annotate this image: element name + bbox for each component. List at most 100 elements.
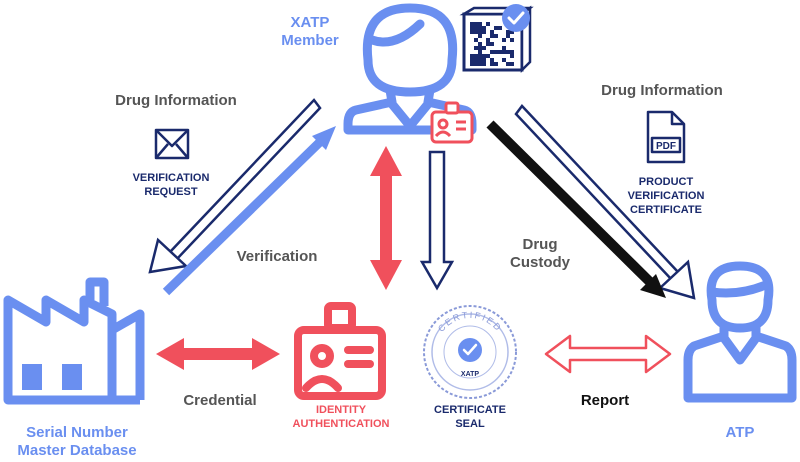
- pdf-badge-text: PDF: [656, 141, 676, 152]
- serial-db-line1: Serial Number: [26, 424, 128, 441]
- qr-module: [502, 46, 506, 50]
- left-drug-information-label: Drug Information: [115, 92, 237, 109]
- qr-module: [502, 50, 506, 54]
- arrow-verification: [162, 126, 336, 296]
- qr-module: [482, 58, 486, 62]
- qr-module: [474, 22, 478, 26]
- qr-module: [506, 50, 510, 54]
- verification-request-line1: VERIFICATION: [132, 172, 210, 184]
- seal-line2: SEAL: [455, 417, 485, 430]
- qr-module: [510, 50, 514, 54]
- pdf-document-icon: PDF: [646, 110, 686, 164]
- qr-module: [478, 58, 482, 62]
- factory-icon: [3, 277, 145, 405]
- qr-module: [482, 54, 486, 58]
- qr-module: [510, 30, 514, 34]
- xatp-member-line2: Member: [281, 32, 339, 49]
- drug-custody-line2: Custody: [510, 254, 570, 271]
- qr-module: [502, 38, 506, 42]
- qr-module: [490, 50, 494, 54]
- envelope-icon: [154, 128, 190, 160]
- verification-label: Verification: [236, 248, 318, 265]
- qr-module: [478, 42, 482, 46]
- qr-module: [490, 42, 494, 46]
- qr-module: [490, 30, 494, 34]
- id-badge-icon: [294, 302, 386, 400]
- qr-module: [474, 30, 478, 34]
- verification-request-line2: REQUEST: [144, 185, 198, 198]
- qr-module: [510, 54, 514, 58]
- qr-module: [502, 58, 506, 62]
- qr-module: [478, 22, 482, 26]
- product-verification-certificate-label: PRODUCT VERIFICATION CERTIFICATE: [610, 176, 722, 217]
- arrow-drug-information-left: [148, 98, 322, 274]
- serial-db-label: Serial Number Master Database: [2, 424, 152, 460]
- credential-label: Credential: [183, 392, 257, 409]
- seal-center-text: XATP: [461, 371, 479, 378]
- arrow-report: [544, 334, 672, 374]
- qr-module: [478, 46, 482, 50]
- qr-module: [486, 38, 490, 42]
- qr-module: [470, 62, 474, 66]
- cert-line2: VERIFICATION: [627, 189, 705, 202]
- identity-line1: IDENTITY: [315, 404, 367, 416]
- arrow-seal-vertical: [419, 150, 455, 291]
- qr-module: [470, 26, 474, 30]
- qr-module: [482, 46, 486, 50]
- xatp-member-person-icon: [343, 3, 477, 135]
- arrow-drug-custody: [486, 120, 666, 298]
- xatp-member-line1: XATP: [290, 14, 330, 31]
- qr-module: [474, 46, 478, 50]
- qr-module: [474, 54, 478, 58]
- report-label: Report: [580, 392, 630, 409]
- qr-module: [470, 22, 474, 26]
- qr-module: [506, 62, 510, 66]
- atp-label: ATP: [725, 424, 755, 441]
- seal-line1: CERTIFICATE: [434, 404, 506, 416]
- qr-module: [482, 30, 486, 34]
- qr-module: [494, 50, 498, 54]
- qr-module: [470, 54, 474, 58]
- member-id-badge-icon: [430, 101, 474, 144]
- qr-module: [478, 34, 482, 38]
- qr-module: [482, 62, 486, 66]
- qr-module: [510, 38, 514, 42]
- right-drug-information-label: Drug Information: [601, 82, 723, 99]
- qr-module: [478, 26, 482, 30]
- qr-module: [494, 34, 498, 38]
- qr-module: [498, 26, 502, 30]
- cert-line3: CERTIFICATE: [630, 203, 702, 216]
- qr-module: [478, 54, 482, 58]
- certificate-seal-label: CERTIFICATE SEAL: [418, 404, 522, 432]
- qr-module: [506, 30, 510, 34]
- arrow-identity-vertical: [370, 146, 402, 290]
- qr-module: [486, 22, 490, 26]
- qr-module: [470, 30, 474, 34]
- qr-module: [498, 50, 502, 54]
- qr-module: [510, 62, 514, 66]
- verification-request-label: VERIFICATION REQUEST: [112, 172, 230, 200]
- qr-module: [474, 26, 478, 30]
- identity-authentication-label: IDENTITY AUTHENTICATION: [282, 404, 400, 432]
- qr-module: [474, 58, 478, 62]
- qr-module: [478, 30, 482, 34]
- qr-module: [494, 62, 498, 66]
- qr-module: [494, 26, 498, 30]
- qr-module: [478, 62, 482, 66]
- cert-line1: PRODUCT: [638, 176, 694, 188]
- qr-module: [482, 26, 486, 30]
- xatp-member-label: XATP Member: [262, 14, 358, 50]
- atp-person-icon: [683, 261, 797, 403]
- qr-module: [490, 62, 494, 66]
- qr-module: [474, 38, 478, 42]
- drug-custody-label: Drug Custody: [498, 236, 582, 272]
- serial-db-line2: Master Database: [17, 442, 137, 459]
- arrow-credential: [156, 338, 280, 370]
- qr-code-verified-icon: [459, 4, 534, 74]
- qr-module: [486, 54, 490, 58]
- qr-module: [470, 58, 474, 62]
- qr-module: [474, 62, 478, 66]
- qr-module: [506, 34, 510, 38]
